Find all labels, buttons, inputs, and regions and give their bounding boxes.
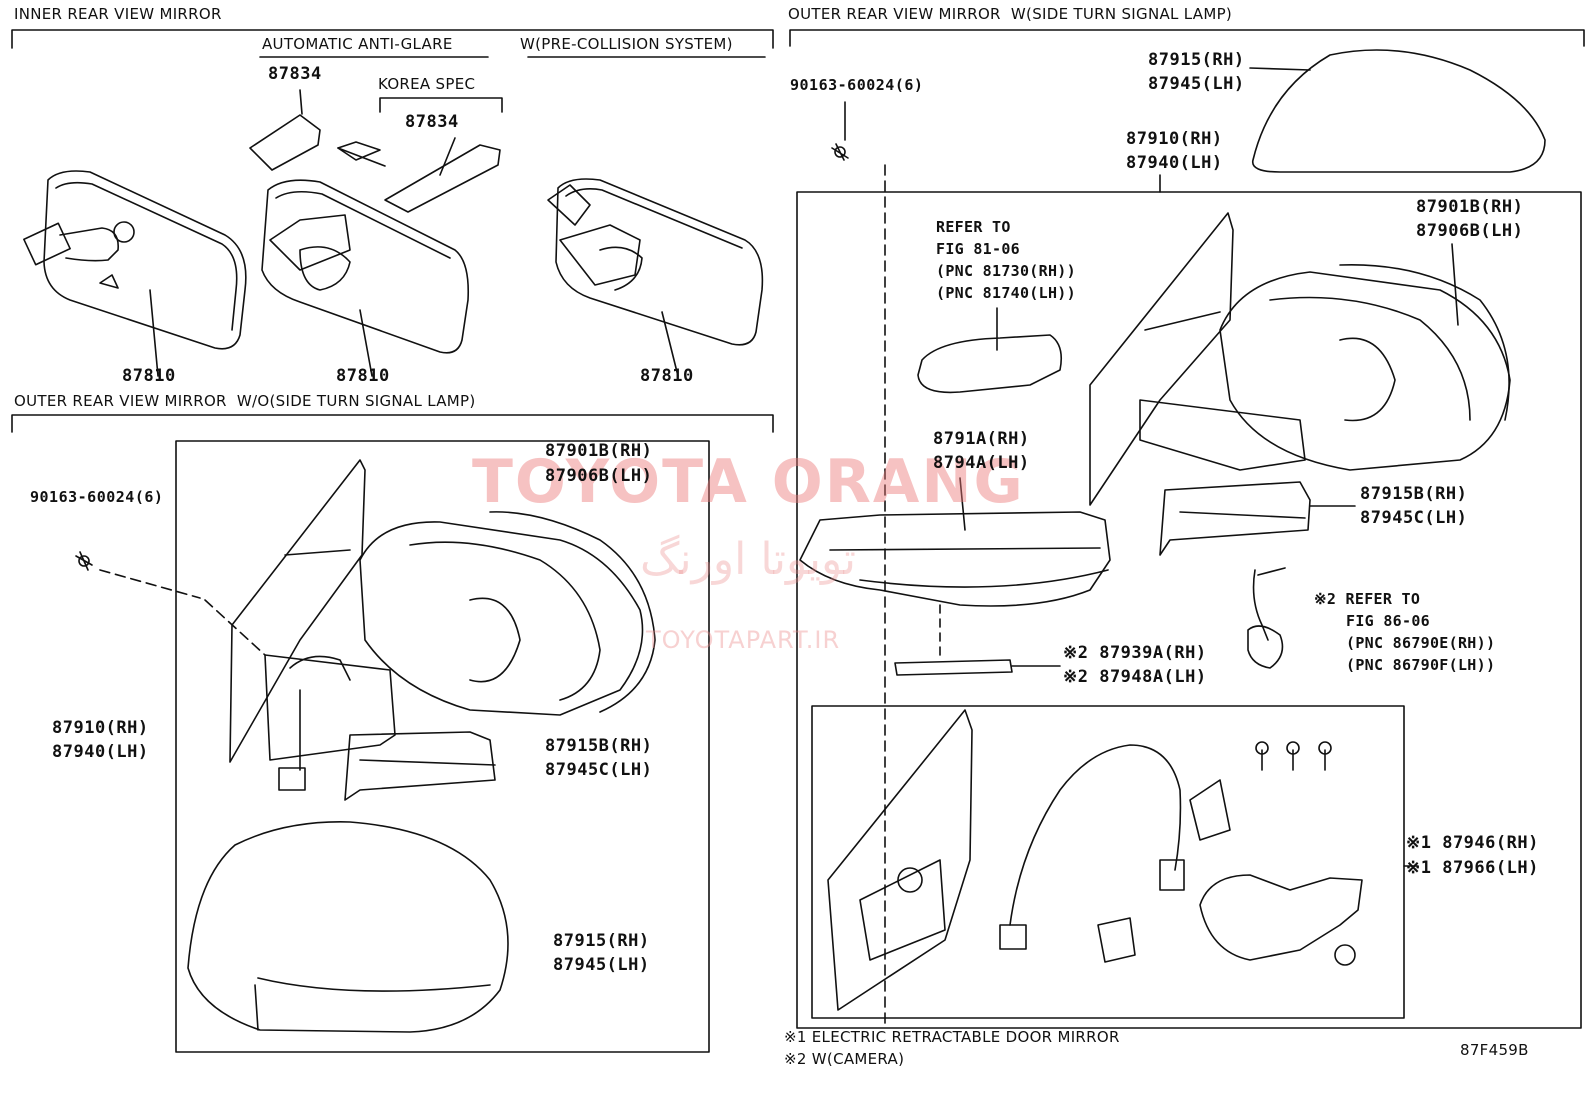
part-87945C-left: 87945C(LH)	[545, 760, 653, 780]
watermark-brand: TOYOTA ORANG	[472, 447, 1025, 517]
figure-code: 87F459B	[1460, 1041, 1529, 1059]
part-87910-left: 87910(RH)	[52, 718, 149, 738]
turn-signal-lamp	[917, 334, 1063, 394]
ref-fig-86-06-l1: ※2 REFER TO	[1314, 590, 1421, 608]
mirror-cap-right	[1251, 49, 1546, 173]
watermark-brand-fa: تویوتا اورنگ	[640, 534, 856, 585]
ref-fig-86-06-l4: (PNC 86790F(LH))	[1346, 656, 1496, 674]
section-bracket-outer-wo	[11, 414, 774, 433]
part-87945C-right: 87945C(LH)	[1360, 508, 1468, 528]
part-87906B-left: 87906B(LH)	[545, 466, 653, 486]
section-bracket-outer-w	[789, 29, 1585, 47]
retract-harness	[1009, 744, 1182, 926]
part-87948A-right: ※2 87948A(LH)	[1063, 667, 1207, 687]
part-87940-left: 87940(LH)	[52, 742, 149, 762]
header-korea-spec: KOREA SPEC	[378, 75, 476, 93]
part-87901B-left: 87901B(RH)	[545, 441, 653, 461]
camera-harness	[1247, 569, 1284, 669]
watermark-url: TOYOTAPART.IR	[646, 626, 841, 654]
retract-base	[827, 709, 973, 1011]
mirror-housing-left	[359, 521, 644, 716]
screw-left	[75, 551, 93, 571]
ref-fig-86-06-l3: (PNC 86790E(RH))	[1346, 634, 1496, 652]
mirror-base-left	[229, 459, 366, 763]
mirror-lower-assembly	[799, 511, 1111, 607]
frame-retractable	[811, 705, 1405, 1019]
inner-mirror-1	[43, 170, 247, 350]
footnote-2: ※2 W(CAMERA)	[784, 1050, 905, 1068]
part-screw-left: 90163-60024(6)	[30, 488, 164, 506]
header-outer-wo: OUTER REAR VIEW MIRROR W/O(SIDE TURN SIG…	[14, 392, 476, 410]
part-87901B-right: 87901B(RH)	[1416, 197, 1524, 217]
header-pre-collision: W(PRE-COLLISION SYSTEM)	[520, 35, 733, 53]
part-87906B-right: 87906B(LH)	[1416, 221, 1524, 241]
part-screw-right: 90163-60024(6)	[790, 76, 924, 94]
ref-fig-81-06-l2: FIG 81-06	[936, 240, 1020, 258]
part-8794A-right: 8794A(LH)	[933, 453, 1030, 473]
part-87939A-right: ※2 87939A(RH)	[1063, 643, 1207, 663]
header-outer-w: OUTER REAR VIEW MIRROR W(SIDE TURN SIGNA…	[788, 5, 1233, 23]
ref-fig-81-06-l4: (PNC 81740(LH))	[936, 284, 1076, 302]
part-87915-left: 87915(RH)	[553, 931, 650, 951]
sub-bracket-korea	[379, 97, 503, 113]
ref-fig-86-06-l2: FIG 86-06	[1346, 612, 1430, 630]
part-87910-right: 87910(RH)	[1126, 129, 1223, 149]
screw-right	[831, 143, 849, 161]
ref-fig-81-06-l3: (PNC 81730(RH))	[936, 262, 1076, 280]
inner-mirror-2	[261, 179, 470, 354]
frame-outer-wo	[175, 440, 710, 1053]
camera-part	[894, 659, 1013, 676]
part-87915-right: 87915(RH)	[1148, 50, 1245, 70]
part-87834-a: 87834	[268, 64, 322, 84]
part-87945-right: 87945(LH)	[1148, 74, 1245, 94]
part-8791A-right: 8791A(RH)	[933, 429, 1030, 449]
part-87810-a: 87810	[122, 366, 176, 386]
section-bracket-inner	[11, 29, 774, 49]
mirror-cover-lower-right	[1159, 481, 1311, 556]
part-87915B-left: 87915B(RH)	[545, 736, 653, 756]
header-inner-mirror: INNER REAR VIEW MIRROR	[14, 5, 222, 23]
part-87940-right: 87940(LH)	[1126, 153, 1223, 173]
footnote-1: ※1 ELECTRIC RETRACTABLE DOOR MIRROR	[784, 1028, 1120, 1046]
sensor-87834-b	[384, 144, 501, 213]
inner-mirror-3	[555, 178, 764, 346]
frame-outer-w	[796, 191, 1582, 1029]
header-auto-antiglare: AUTOMATIC ANTI-GLARE	[262, 35, 453, 53]
part-87946-right: ※1 87946(RH)	[1406, 833, 1539, 853]
mirror-base-right	[1089, 212, 1234, 506]
part-87834-b: 87834	[405, 112, 459, 132]
part-87945-left: 87945(LH)	[553, 955, 650, 975]
retract-motor	[1199, 874, 1363, 961]
part-87915B-right: 87915B(RH)	[1360, 484, 1468, 504]
part-87966-right: ※1 87966(LH)	[1406, 858, 1539, 878]
part-87810-c: 87810	[640, 366, 694, 386]
ref-fig-81-06-l1: REFER TO	[936, 218, 1011, 236]
retract-clip	[1097, 917, 1136, 963]
mirror-cap-left	[187, 821, 509, 1033]
sensor-87834-a	[249, 114, 321, 171]
mirror-housing-right	[1219, 271, 1511, 471]
mirror-cover-lower-left	[344, 731, 496, 801]
part-87810-b: 87810	[336, 366, 390, 386]
